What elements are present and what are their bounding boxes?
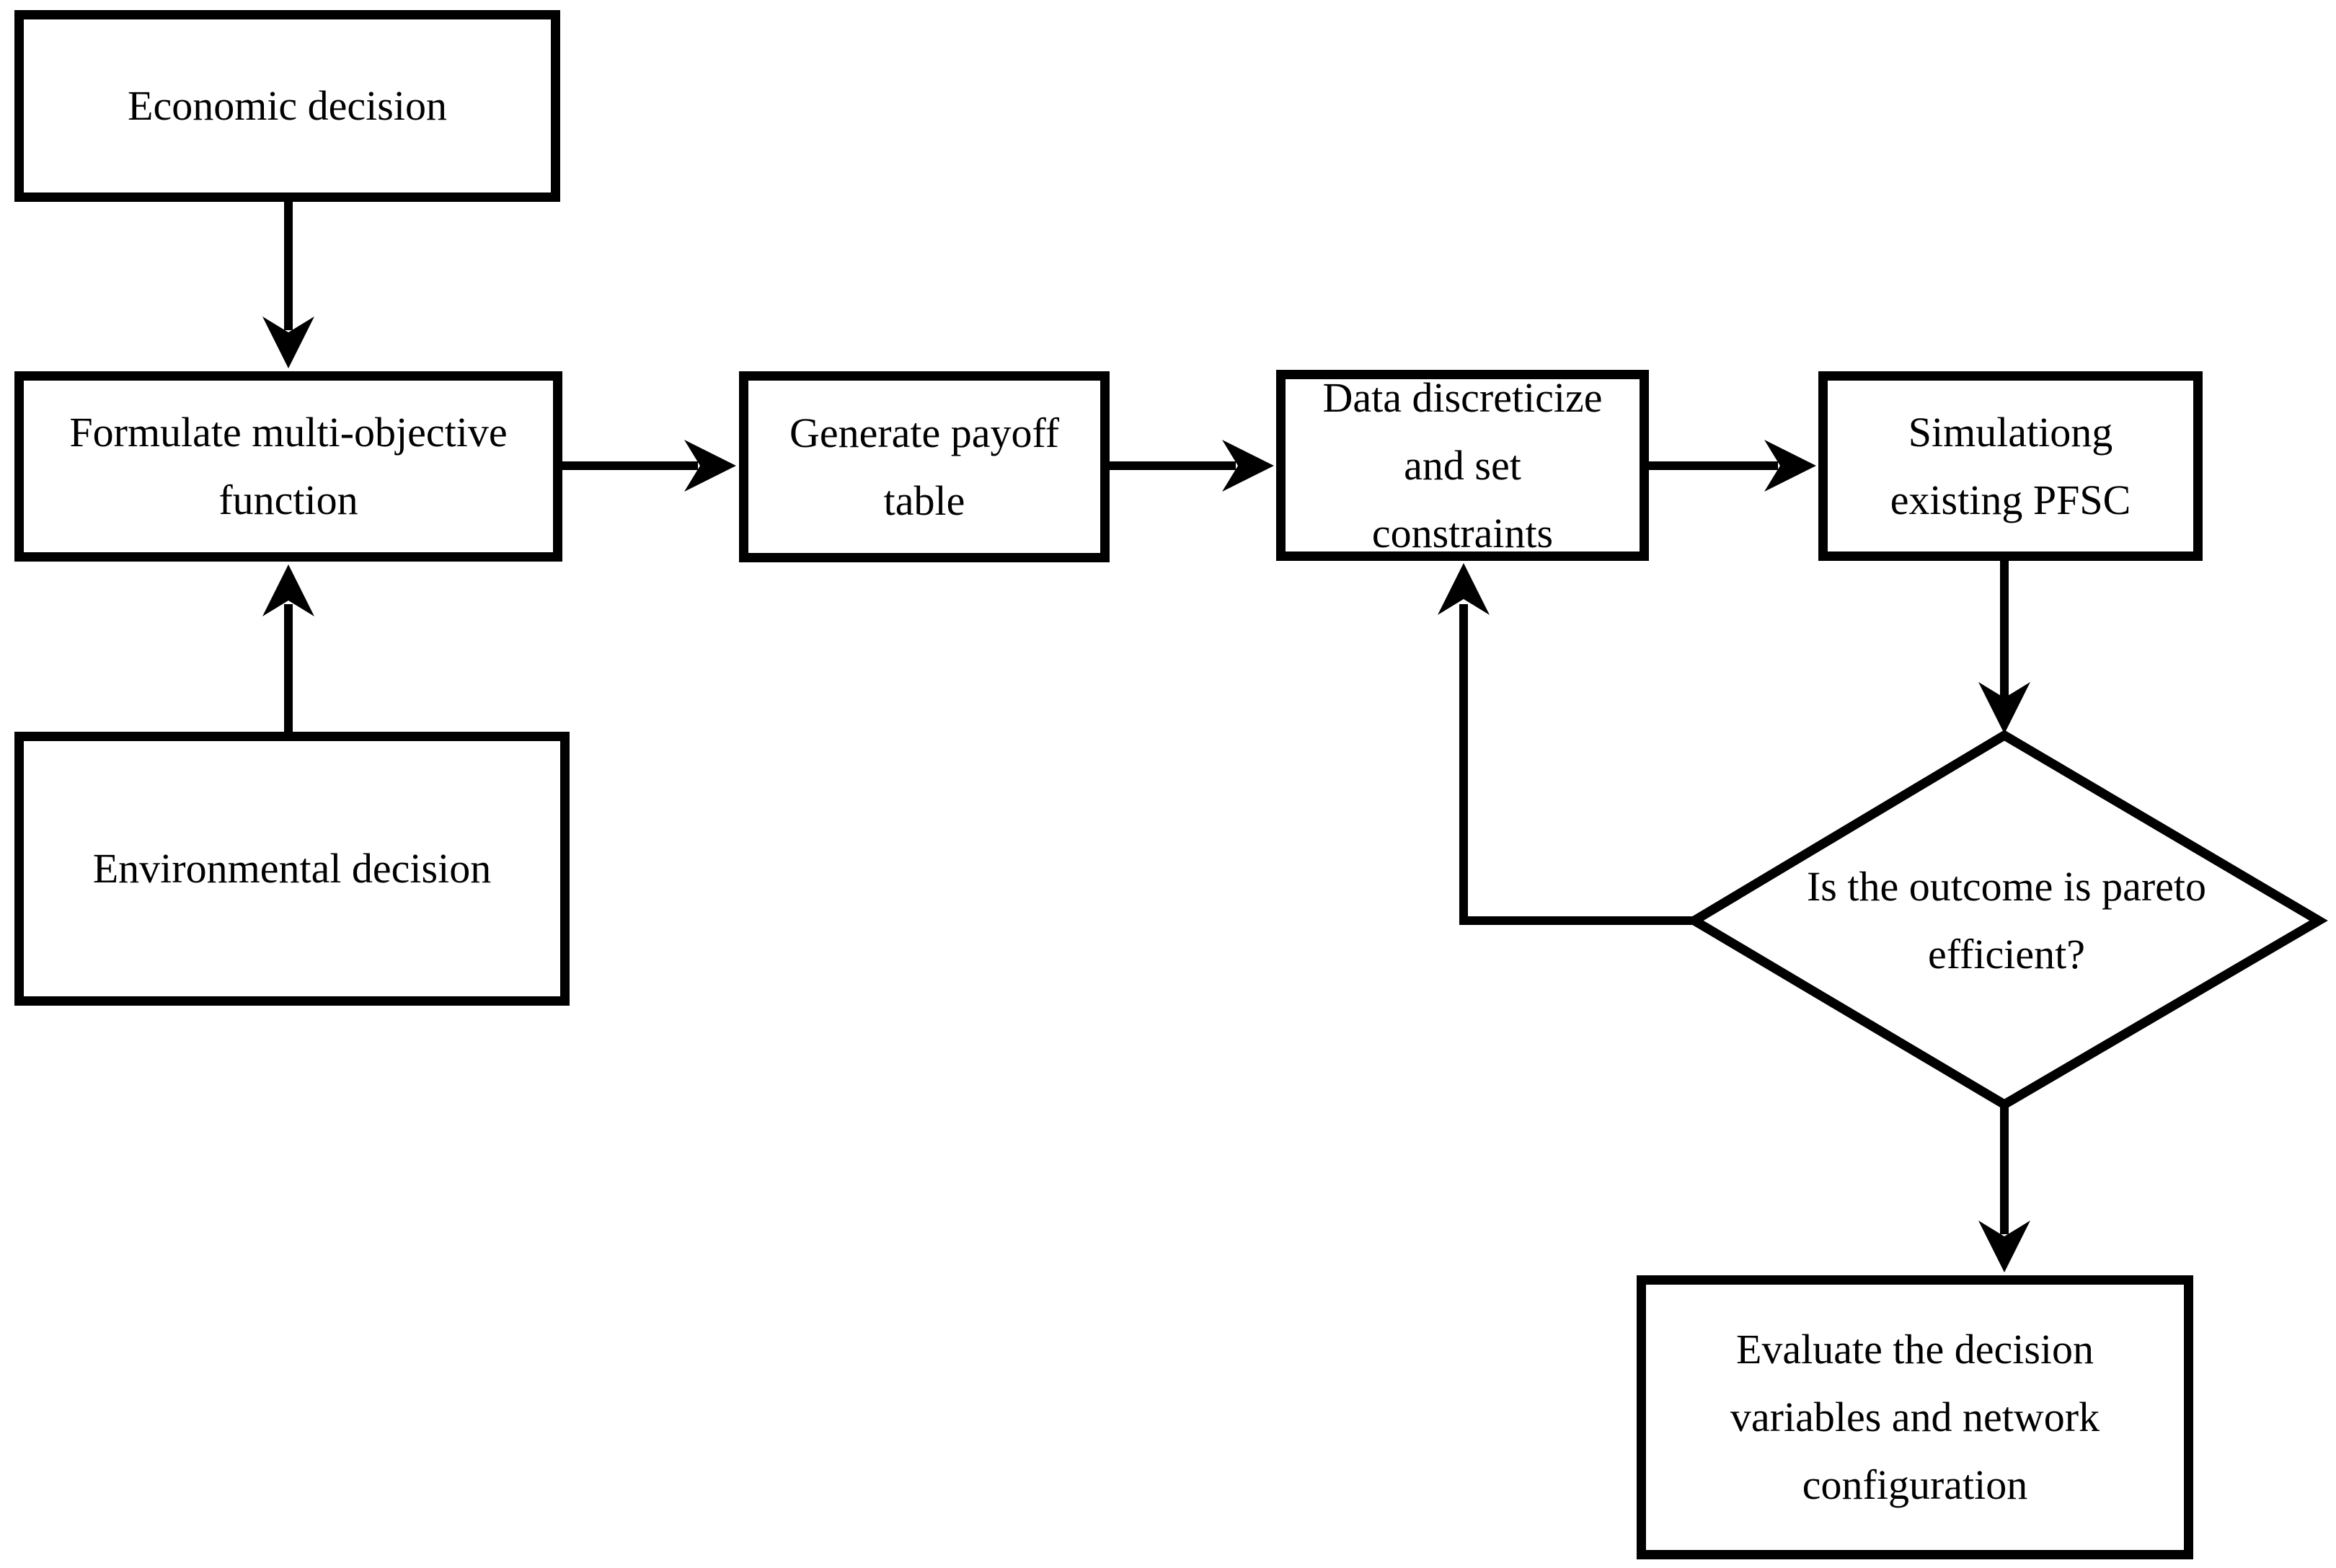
node-pareto-decision: Is the outcome is pareto efficient? <box>1709 750 2304 1091</box>
edge-formulate-to-payoff-arrowhead-icon <box>684 440 736 492</box>
node-environmental-decision-label: Environmental decision <box>92 845 492 892</box>
node-simulationg-existing-pfsc-label: Simulationg existing PFSC <box>1890 408 2131 523</box>
edge-simulationg-to-pareto-arrowhead-icon <box>1978 682 2030 734</box>
node-generate-payoff-table-label: Generate payoff table <box>789 409 1060 524</box>
node-evaluate-decision: Evaluate the decision variables and netw… <box>1637 1275 2193 1559</box>
edge-pareto-to-evaluate-arrowhead-icon <box>1978 1221 2030 1272</box>
pareto-decision-diamond-shape <box>1685 730 2328 1110</box>
node-evaluate-decision-label: Evaluate the decision variables and netw… <box>1730 1326 2100 1508</box>
edge-pareto-to-discreticize-arrowhead-icon <box>1438 563 1490 615</box>
node-formulate-multi-objective: Formulate multi-objective function <box>14 371 562 562</box>
node-environmental-decision: Environmental decision <box>14 732 570 1006</box>
edge-discreticize-to-simulationg-arrowhead-icon <box>1764 440 1816 492</box>
node-simulationg-existing-pfsc: Simulationg existing PFSC <box>1818 371 2203 561</box>
node-data-discreticize-label: Data discreticize and set constraints <box>1322 373 1603 557</box>
node-formulate-multi-objective-label: Formulate multi-objective function <box>69 409 508 523</box>
edge-pareto-to-discreticize-line <box>1459 604 1696 925</box>
node-pareto-decision-label: Is the outcome is pareto efficient? <box>1806 863 2207 978</box>
node-economic-decision-label: Economic decision <box>128 82 447 129</box>
node-data-discreticize: Data discreticize and set constraints <box>1276 370 1649 561</box>
edge-economic-to-formulate-arrowhead-icon <box>262 316 314 368</box>
edge-environmental-to-formulate-arrowhead-icon <box>262 564 314 616</box>
node-economic-decision: Economic decision <box>14 10 560 202</box>
edge-payoff-to-discreticize-arrowhead-icon <box>1222 440 1274 492</box>
node-generate-payoff-table: Generate payoff table <box>739 371 1110 562</box>
